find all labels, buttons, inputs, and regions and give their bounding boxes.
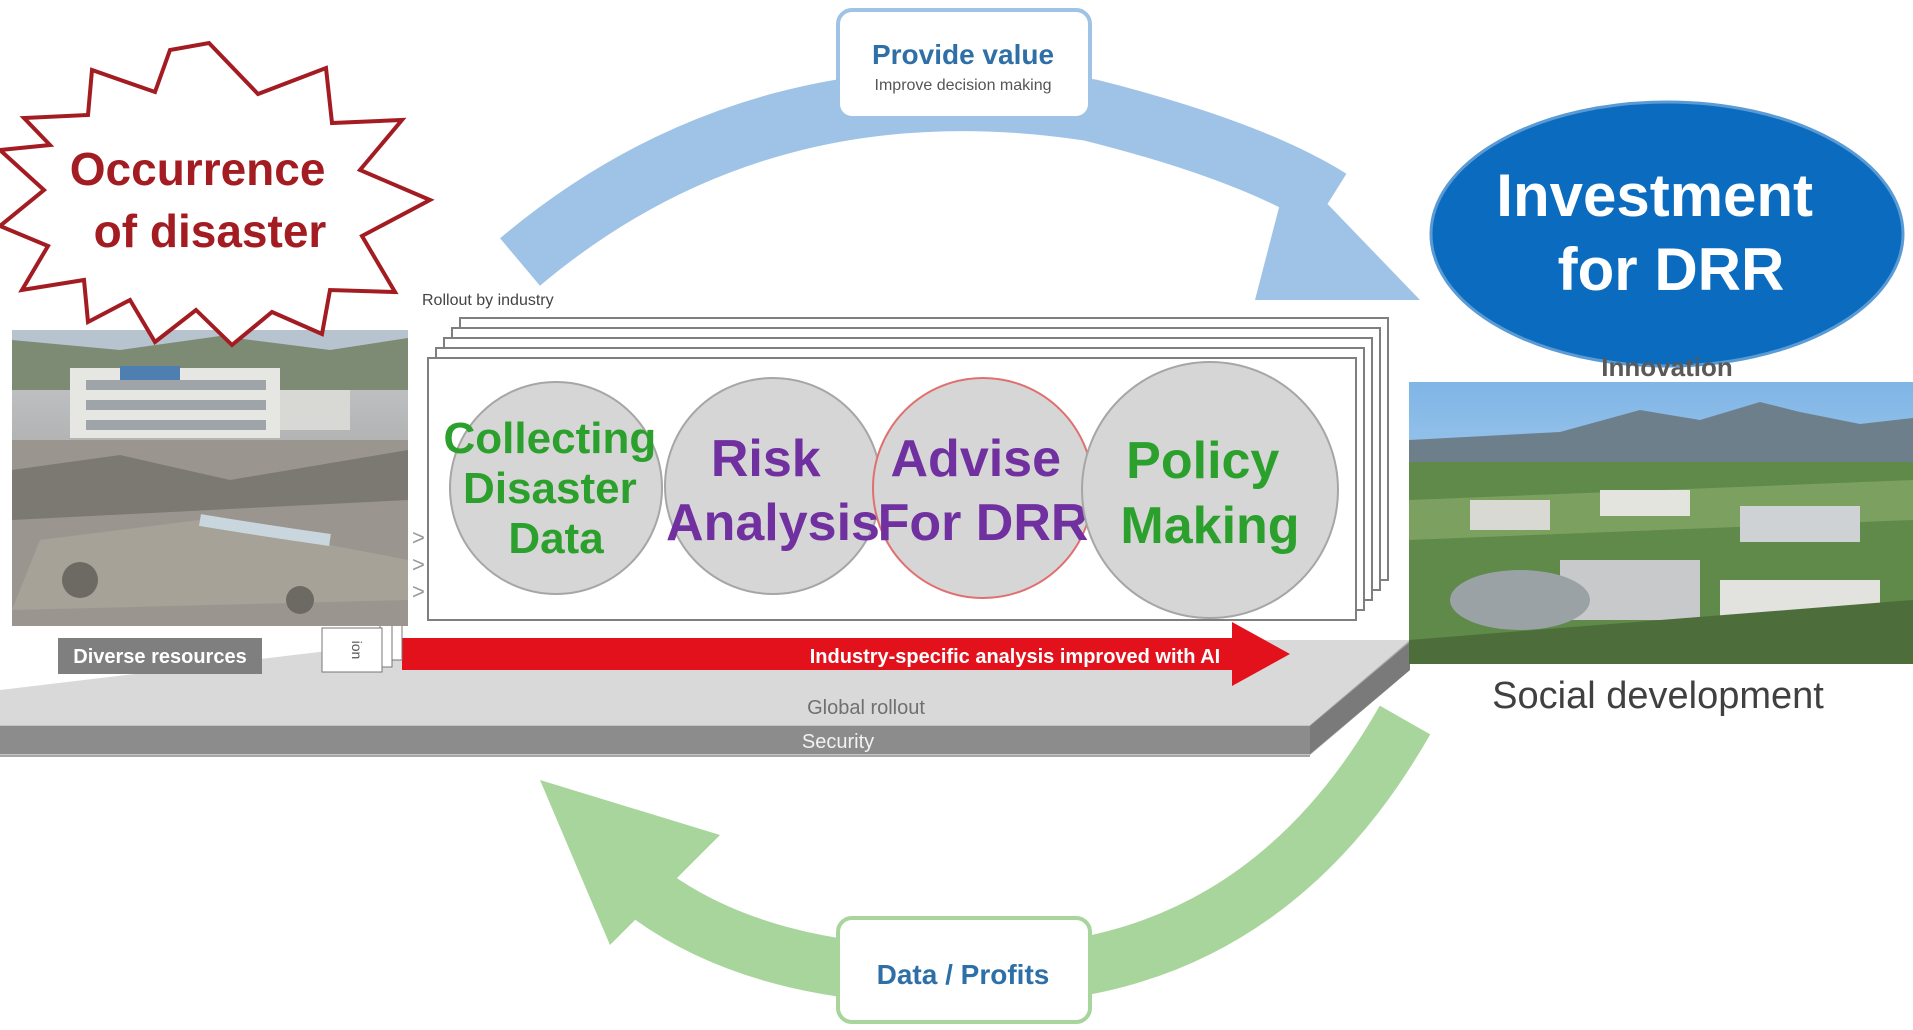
city-photo xyxy=(1409,382,1913,664)
step-line: Collecting xyxy=(444,414,657,463)
small-tag xyxy=(321,627,383,673)
svg-text:Advise For DRR: Advise For DRR xyxy=(878,430,1089,552)
input-chevron-3: > xyxy=(412,579,425,604)
small-tag-text: ion xyxy=(349,641,365,660)
step-collecting-disaster-data: Collecting Disaster Data xyxy=(444,381,669,595)
provide-value-box: Provide value Improve decision making xyxy=(836,8,1092,120)
svg-text:Risk Analysis: Risk Analysis xyxy=(666,430,880,552)
input-chevron-1: > xyxy=(412,525,425,550)
green-arrowhead xyxy=(540,780,720,945)
input-chevron-2: > xyxy=(412,552,425,577)
security-band xyxy=(0,726,1310,754)
step-line: Data xyxy=(508,514,604,563)
red-arrow-label: Industry-specific analysis improved with… xyxy=(810,646,1220,668)
svg-text:Occurrence of disaster: Occurrence of disaster xyxy=(70,143,338,257)
step-line: Making xyxy=(1120,497,1299,555)
step-line: For DRR xyxy=(878,494,1089,552)
step-line: Risk xyxy=(711,430,821,488)
process-steps: Collecting Disaster Data Risk Analysis A… xyxy=(444,361,1339,619)
step-risk-analysis: Risk Analysis xyxy=(664,377,882,595)
step-line: Analysis xyxy=(666,494,880,552)
burst-line-2: of disaster xyxy=(94,205,327,257)
global-rollout-label: Global rollout xyxy=(807,697,925,719)
provide-value-title: Provide value xyxy=(872,39,1054,70)
ai-analysis-arrow: Industry-specific analysis improved with… xyxy=(402,622,1290,686)
data-profits-box: Data / Profits xyxy=(836,916,1092,1024)
svg-text:Collecting Disaster: Collecting Disaster Data xyxy=(444,414,669,563)
step-line: Policy xyxy=(1126,432,1279,490)
security-label: Security xyxy=(802,731,874,753)
burst-shape xyxy=(0,40,435,348)
step-advise-for-drr: Advise For DRR xyxy=(872,377,1094,599)
innovation-label: Innovation xyxy=(1601,352,1732,382)
step-policy-making: Policy Making xyxy=(1081,361,1339,619)
investment-line-2: for DRR xyxy=(1558,236,1785,303)
disaster-burst: Occurrence of disaster xyxy=(0,40,435,348)
step-line: Advise xyxy=(891,430,1062,488)
step-line: Disaster xyxy=(463,464,637,513)
diverse-resources-label: Diverse resources xyxy=(73,646,246,668)
provide-value-subtitle: Improve decision making xyxy=(875,77,1052,94)
blue-arrowhead xyxy=(1255,165,1420,300)
red-arrow-shape xyxy=(402,622,1290,686)
svg-text:Policy Making: Policy Making xyxy=(1120,432,1299,555)
rollout-label: Rollout by industry xyxy=(422,292,554,309)
diverse-resources-tag: Diverse resources xyxy=(58,638,262,674)
small-tag-stack: ion xyxy=(321,619,403,673)
disaster-photo xyxy=(12,330,408,626)
social-development-label: Social development xyxy=(1492,675,1824,717)
blue-arc-body xyxy=(500,69,1347,286)
investment-ellipse: Investment for DRR xyxy=(1429,100,1905,368)
investment-line-1: Investment xyxy=(1496,162,1813,229)
svg-text:Investment for DRR: Investment for DRR xyxy=(1496,162,1829,303)
data-profits-title: Data / Profits xyxy=(877,959,1050,990)
burst-line-1: Occurrence xyxy=(70,143,326,195)
provide-value-arrow xyxy=(500,69,1420,300)
